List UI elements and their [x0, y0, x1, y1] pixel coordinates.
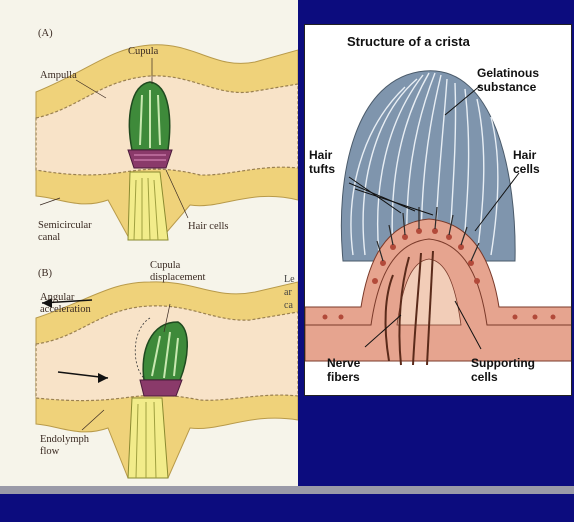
ampulla-illustration: [35, 44, 298, 479]
nerve-fibers-label: Nerve fibers: [327, 356, 361, 384]
cupula-displacement-label: Cupula displacement: [150, 260, 206, 283]
panel-b-drawing: [35, 281, 298, 479]
endolymph-flow-label: Endolymph flow: [40, 434, 89, 457]
crista-diagram-panel: Structure of a crista Gelatinous substan…: [304, 24, 572, 396]
gelatinous-substance-label: Gelatinous substance: [477, 66, 540, 94]
crista-title: Structure of a crista: [347, 34, 470, 49]
cell-nuclei: [322, 228, 556, 320]
angular-acceleration-label: Angular acceleration: [40, 292, 91, 315]
crista-illustration: [305, 70, 571, 366]
cupula-label: Cupula: [128, 46, 159, 57]
semicircular-canal-label: Semicircular canal: [38, 220, 92, 243]
hair-cells-label-a: Hair cells: [188, 221, 229, 232]
supporting-cells-label: Supporting cells: [471, 356, 535, 384]
cut-off-text: Le ar ca: [284, 274, 295, 311]
ampulla-diagram-panel: (A) Cupula Ampulla Hair cells Semicircul…: [0, 0, 298, 486]
nerve-fibers-drawing: [384, 250, 434, 366]
leader-lines-left: [39, 58, 189, 431]
gelatinous-stripes: [350, 72, 499, 256]
panel-a-drawing: [35, 44, 298, 241]
ampulla-label: Ampulla: [40, 70, 77, 81]
bottom-divider: [0, 486, 574, 494]
panel-b-tag: (B): [38, 268, 52, 279]
hair-tufts-label: Hair tufts: [309, 148, 335, 176]
panel-a-tag: (A): [38, 28, 53, 39]
hair-cells-label: Hair cells: [513, 148, 540, 176]
leader-lines-right: [348, 84, 520, 350]
